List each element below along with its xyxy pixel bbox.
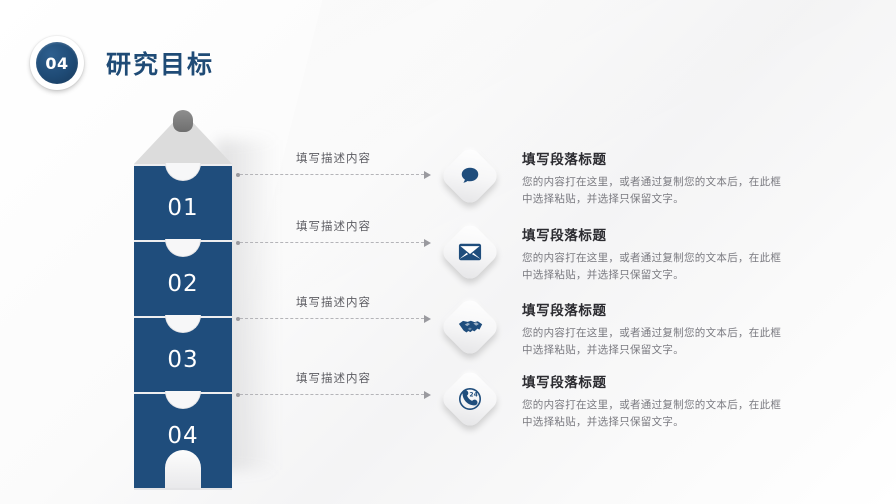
connector-dashed-line	[240, 317, 424, 320]
pencil-segment-03[interactable]: 03	[134, 315, 232, 392]
pencil-foot	[134, 450, 232, 488]
page-title: 研究目标	[106, 50, 215, 79]
pencil-lead-icon	[173, 110, 193, 132]
connector-label-3: 填写描述内容	[296, 295, 371, 309]
item-body: 您的内容打在这里，或者通过复制您的文本后，在此框中选择粘贴，并选择只保留文字。	[522, 252, 782, 282]
connector-label-4: 填写描述内容	[296, 371, 371, 385]
content-text-4: 填写段落标题 您的内容打在这里，或者通过复制您的文本后，在此框中选择粘贴，并选择…	[522, 371, 868, 432]
connector-arrowhead-icon	[424, 390, 431, 399]
content-text-1: 填写段落标题 您的内容打在这里，或者通过复制您的文本后，在此框中选择粘贴，并选择…	[522, 148, 868, 209]
section-number-badge: 04	[30, 36, 84, 90]
content-item-2[interactable]: 填写段落标题 您的内容打在这里，或者通过复制您的文本后，在此框中选择粘贴，并选择…	[438, 220, 868, 285]
pencil-tip	[134, 110, 232, 164]
connector-dot-icon	[236, 392, 240, 397]
connector-dot-icon	[236, 316, 240, 321]
connector-arrowhead-icon	[424, 170, 431, 179]
item-body: 您的内容打在这里，或者通过复制您的文本后，在此框中选择粘贴，并选择只保留文字。	[522, 399, 782, 429]
item-title: 填写段落标题	[522, 303, 607, 319]
puzzle-notch-icon	[165, 163, 201, 181]
content-item-1[interactable]: 填写段落标题 您的内容打在这里，或者通过复制您的文本后，在此框中选择粘贴，并选择…	[438, 144, 868, 209]
content-item-4[interactable]: 24 填写段落标题 您的内容打在这里，或者通过复制您的文本后，在此框中选择粘贴，…	[438, 367, 868, 432]
envelope-icon	[448, 230, 492, 274]
item-title: 填写段落标题	[522, 152, 607, 168]
pencil-segment-label: 04	[167, 423, 199, 449]
pencil-body: 01 02 03 04	[134, 163, 232, 490]
item-title: 填写段落标题	[522, 228, 607, 244]
icon-tile-2[interactable]	[438, 220, 502, 284]
pencil-segment-01[interactable]: 01	[134, 163, 232, 240]
connector-dashed-line	[240, 241, 424, 244]
section-number-label: 04	[36, 42, 78, 84]
connector-label-2: 填写描述内容	[296, 219, 371, 233]
icon-tile-4[interactable]: 24	[438, 367, 502, 431]
connector-dot-icon	[236, 240, 240, 245]
puzzle-notch-icon	[165, 391, 201, 409]
connector-arrow-4	[236, 390, 431, 399]
pencil-segment-label: 01	[167, 195, 199, 221]
connector-dot-icon	[236, 172, 240, 177]
item-body: 您的内容打在这里，或者通过复制您的文本后，在此框中选择粘贴，并选择只保留文字。	[522, 176, 782, 206]
handshake-icon	[448, 305, 492, 349]
item-title: 填写段落标题	[522, 375, 607, 391]
connector-dashed-line	[240, 173, 424, 176]
content-item-3[interactable]: 填写段落标题 您的内容打在这里，或者通过复制您的文本后，在此框中选择粘贴，并选择…	[438, 295, 868, 360]
icon-tile-1[interactable]	[438, 144, 502, 208]
slide-header: 04 研究目标	[30, 36, 214, 90]
pencil-base-line	[134, 488, 232, 490]
svg-text:24: 24	[469, 392, 477, 399]
connector-arrow-3	[236, 314, 431, 323]
speech-bubble-icon	[448, 154, 492, 198]
connector-arrowhead-icon	[424, 314, 431, 323]
pencil-segment-label: 03	[167, 347, 199, 373]
content-text-3: 填写段落标题 您的内容打在这里，或者通过复制您的文本后，在此框中选择粘贴，并选择…	[522, 299, 868, 360]
pencil-segment-02[interactable]: 02	[134, 239, 232, 316]
pencil-foot-notch-icon	[165, 450, 201, 488]
pencil-graphic: 01 02 03 04	[134, 110, 232, 490]
connector-arrowhead-icon	[424, 238, 431, 247]
content-text-2: 填写段落标题 您的内容打在这里，或者通过复制您的文本后，在此框中选择粘贴，并选择…	[522, 224, 868, 285]
connector-label-1: 填写描述内容	[296, 151, 371, 165]
puzzle-notch-icon	[165, 315, 201, 333]
phone-24h-icon: 24	[448, 377, 492, 421]
connector-arrow-2	[236, 238, 431, 247]
connector-dashed-line	[240, 393, 424, 396]
connector-arrow-1	[236, 170, 431, 179]
pencil-segment-label: 02	[167, 271, 199, 297]
puzzle-notch-icon	[165, 239, 201, 257]
item-body: 您的内容打在这里，或者通过复制您的文本后，在此框中选择粘贴，并选择只保留文字。	[522, 327, 782, 357]
icon-tile-3[interactable]	[438, 295, 502, 359]
